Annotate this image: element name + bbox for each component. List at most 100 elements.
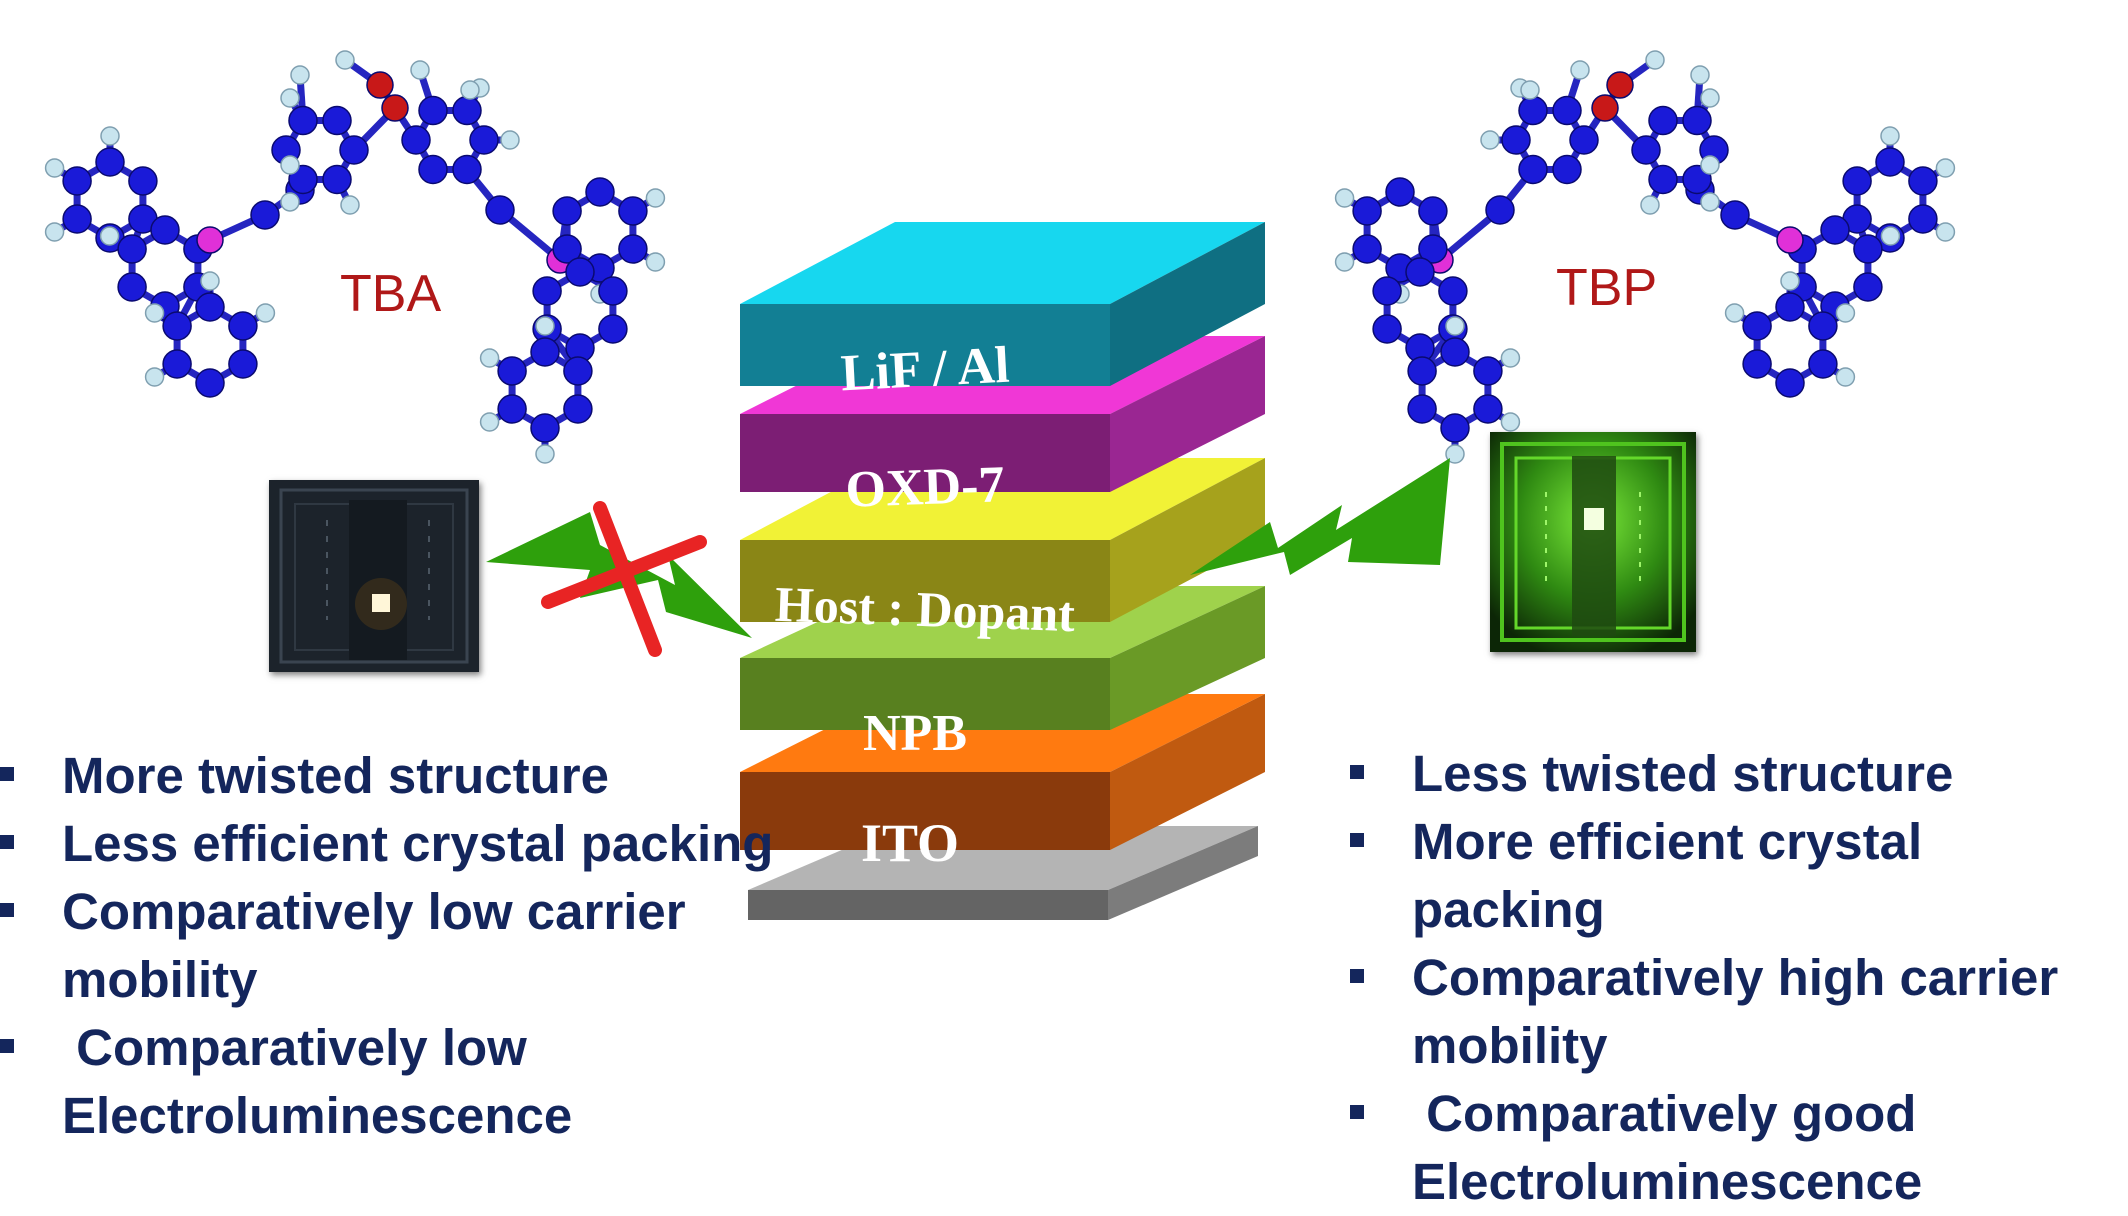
- list-item: Comparatively low carrier mobility: [0, 878, 780, 1014]
- carbon-atom: [95, 147, 125, 177]
- layer-side-face: [1108, 826, 1258, 920]
- carbon-atom: [62, 166, 92, 196]
- carbon-atom: [228, 349, 258, 379]
- hydrogen-atom: [1935, 222, 1956, 242]
- hydrogen-atom: [200, 271, 220, 291]
- tba-molecule-structure: [44, 50, 666, 464]
- hydrogen-atom: [1334, 252, 1355, 272]
- hydrogen-atom: [1445, 444, 1465, 464]
- carbon-atom: [1385, 177, 1415, 207]
- oxygen-atom: [1606, 71, 1634, 99]
- carbon-atom: [452, 154, 482, 185]
- hydrogen-atom: [1640, 195, 1660, 215]
- carbon-atom: [1352, 234, 1382, 264]
- bullet-square-icon: [0, 767, 14, 781]
- carbon-atom: [250, 200, 280, 230]
- hydrogen-atom: [1500, 412, 1521, 432]
- tbp-property-list: Less twisted structure More efficient cr…: [1350, 740, 2120, 1216]
- carbon-atom: [418, 154, 448, 185]
- right-lightning-arrow: [1190, 458, 1450, 575]
- list-item: Comparatively high carrier mobility: [1350, 944, 2120, 1080]
- carbon-atom: [288, 105, 318, 136]
- hydrogen-atom: [1334, 188, 1355, 208]
- atom-spheres: [44, 50, 666, 464]
- carbon-atom: [1808, 349, 1838, 379]
- bullet-square-icon: [1350, 1105, 1364, 1119]
- hydrogen-atom: [1570, 60, 1590, 80]
- carbon-atom: [1569, 125, 1599, 155]
- layer-front-face: [740, 658, 1110, 730]
- oxygen-atom: [381, 94, 409, 122]
- carbon-atom: [195, 368, 225, 398]
- list-item: Comparatively low Electroluminescence: [0, 1014, 780, 1150]
- carbon-atom: [1908, 204, 1938, 234]
- layer-label-npb: NPB: [863, 705, 967, 762]
- carbon-atom: [1438, 276, 1468, 306]
- carbon-atom: [1418, 196, 1448, 226]
- carbon-atom: [418, 95, 448, 126]
- carbon-atom: [1853, 272, 1883, 302]
- hydrogen-atom: [1700, 192, 1720, 212]
- hydrogen-atom: [1780, 271, 1800, 291]
- layer-side-face: [1110, 586, 1265, 730]
- carbon-atom: [1631, 135, 1661, 165]
- hydrogen-atom: [1645, 50, 1665, 70]
- carbon-atom: [497, 356, 527, 386]
- carbon-atom: [1720, 200, 1750, 230]
- tba-device-photo: [269, 480, 479, 672]
- carbon-atom: [1775, 368, 1805, 398]
- carbon-atom: [1648, 164, 1678, 195]
- hydrogen-atom: [410, 60, 430, 80]
- hydrogen-atom: [1690, 65, 1710, 85]
- carbon-atom: [618, 234, 648, 264]
- carbon-atom: [1372, 276, 1402, 306]
- carbon-atom: [1440, 413, 1470, 443]
- carbon-atom: [1405, 257, 1435, 287]
- carbon-atom: [1648, 105, 1678, 136]
- layer-label-glass: Glass: [865, 918, 945, 955]
- hydrogen-atom: [535, 444, 555, 464]
- carbon-atom: [150, 215, 180, 245]
- carbon-atom: [585, 177, 615, 207]
- layer-front-face: [740, 772, 1110, 850]
- tba-property-list: More twisted structure Less efficient cr…: [0, 742, 780, 1150]
- stack-layer-lif-al: [740, 222, 1265, 386]
- bullet-square-icon: [0, 1039, 14, 1053]
- carbon-atom: [228, 311, 258, 341]
- hydrogen-atom: [535, 316, 555, 336]
- carbon-atom: [1352, 196, 1382, 226]
- carbon-atom: [1518, 154, 1548, 185]
- hydrogen-atom: [280, 155, 300, 175]
- hydrogen-atom: [255, 303, 276, 323]
- hydrogen-atom: [479, 348, 500, 368]
- hydrogen-atom: [500, 130, 520, 150]
- hydrogen-atom: [479, 412, 500, 432]
- hydrogen-atom: [1500, 348, 1521, 368]
- hydrogen-atom: [645, 188, 666, 208]
- hydrogen-atom: [1480, 130, 1500, 150]
- bullet-square-icon: [0, 835, 14, 849]
- carbon-atom: [1842, 166, 1872, 196]
- carbon-atom: [195, 292, 225, 322]
- carbon-atom: [162, 311, 192, 341]
- carbon-atom: [128, 166, 158, 196]
- carbon-atom: [1775, 292, 1805, 322]
- layer-front-face: [740, 540, 1110, 622]
- carbon-atom: [1875, 147, 1905, 177]
- oxygen-atom: [366, 71, 394, 99]
- carbon-atom: [162, 349, 192, 379]
- hydrogen-atom: [100, 126, 120, 146]
- layer-side-face: [1110, 336, 1265, 492]
- list-item: Comparatively good Electroluminescence: [1350, 1080, 2120, 1216]
- carbon-atom: [1682, 105, 1712, 136]
- carbon-atom: [1742, 311, 1772, 341]
- carbon-atom: [1407, 356, 1437, 386]
- carbon-atom: [1820, 215, 1850, 245]
- device-stack-diagram: [740, 222, 1265, 920]
- hydrogen-atom: [1700, 155, 1720, 175]
- oxygen-atom: [1591, 94, 1619, 122]
- carbon-atom: [485, 195, 515, 225]
- hydrogen-atom: [99, 226, 120, 246]
